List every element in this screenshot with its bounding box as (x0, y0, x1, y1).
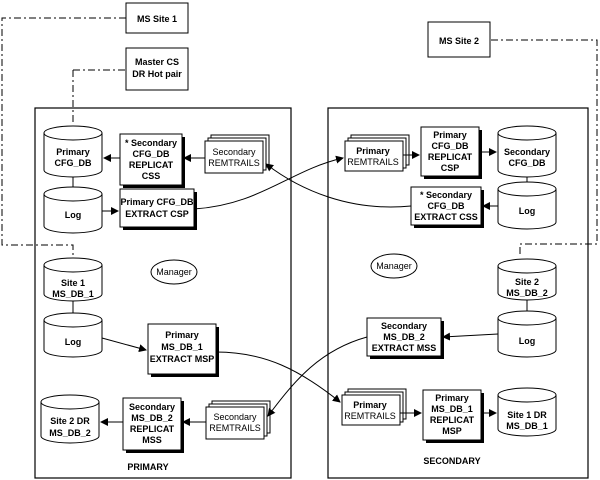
svg-text:Secondary: Secondary (213, 412, 257, 422)
master-cs-box: Master CS DR Hot pair (125, 47, 189, 91)
ms-site-1-box: MS Site 1 (125, 2, 189, 34)
replicat-mss-box: Secondary MS_DB_2 REPLICAT MSS (122, 397, 184, 453)
svg-text:* Secondary: * Secondary (420, 190, 472, 200)
svg-text:REPLICAT: REPLICAT (430, 415, 475, 425)
svg-text:EXTRACT CSS: EXTRACT CSS (414, 212, 478, 222)
svg-text:MSP: MSP (442, 426, 462, 436)
svg-text:CFG_DB: CFG_DB (431, 141, 469, 151)
replicat-csp-box: Primary CFG_DB REPLICAT CSP (420, 126, 482, 179)
svg-text:MS_DB_2: MS_DB_2 (383, 332, 425, 342)
svg-text:Log: Log (519, 206, 536, 216)
secondary-remtrails-bottom: Secondary REMTRAILS (205, 400, 271, 440)
svg-text:MS_DB_1: MS_DB_1 (52, 289, 94, 299)
site-links (1, 17, 598, 258)
svg-text:MS_DB_1: MS_DB_1 (506, 421, 548, 431)
primary-manager: Manager (150, 259, 198, 285)
master-cs-line1: Master CS (135, 57, 179, 67)
svg-text:Site 1: Site 1 (61, 278, 85, 288)
svg-text:MS_DB_2: MS_DB_2 (131, 413, 173, 423)
svg-text:MSS: MSS (142, 435, 162, 445)
svg-text:Secondary: Secondary (129, 402, 175, 412)
secondary-log-top-cylinder: Log (497, 181, 557, 230)
secondary-cfg-db-cylinder: Secondary CFG_DB (497, 125, 557, 178)
svg-text:Primary: Primary (433, 130, 467, 140)
svg-text:Primary: Primary (56, 147, 90, 157)
svg-text:EXTRACT MSP: EXTRACT MSP (150, 354, 215, 364)
svg-text:Secondary: Secondary (381, 321, 427, 331)
svg-text:Primary: Primary (435, 393, 469, 403)
primary-remtrails-top: Primary REMTRAILS (344, 134, 410, 172)
svg-text:REPLICAT: REPLICAT (428, 152, 473, 162)
primary-log-bottom-cylinder: Log (43, 312, 103, 358)
svg-text:CSS: CSS (142, 171, 161, 181)
svg-text:EXTRACT MSS: EXTRACT MSS (372, 343, 437, 353)
primary-panel-title: PRIMARY (127, 462, 168, 472)
ms-site-2-label: MS Site 2 (439, 36, 479, 46)
svg-text:Log: Log (65, 337, 82, 347)
secondary-log-bottom-cylinder: Log (497, 310, 557, 358)
site2-dr-cylinder: Site 2 DR MS_DB_2 (40, 394, 100, 444)
svg-text:Manager: Manager (376, 261, 412, 271)
site2-ms-db-2-cylinder: Site 2 MS_DB_2 (497, 258, 557, 301)
primary-log-top-cylinder: Log (43, 186, 103, 234)
extract-csp-box: Primary CFG_DB EXTRACT CSP (119, 188, 197, 230)
flow-arrows (100, 148, 499, 426)
svg-text:* Secondary: * Secondary (125, 138, 177, 148)
svg-text:Log: Log (65, 210, 82, 220)
svg-text:Secondary: Secondary (504, 147, 550, 157)
master-cs-line2: DR Hot pair (132, 69, 182, 79)
svg-text:REPLICAT: REPLICAT (129, 160, 174, 170)
site1-dr-cylinder: Site 1 DR MS_DB_1 (497, 387, 557, 437)
svg-text:CSP: CSP (441, 163, 460, 173)
secondary-remtrails-top: Secondary REMTRAILS (204, 134, 270, 174)
primary-cfg-db-cylinder: Primary CFG_DB (43, 125, 103, 178)
extract-mss-box: Secondary MS_DB_2 EXTRACT MSS (366, 317, 444, 359)
svg-text:Secondary: Secondary (212, 147, 256, 157)
svg-text:EXTRACT CSP: EXTRACT CSP (125, 209, 189, 219)
svg-text:REPLICAT: REPLICAT (130, 424, 175, 434)
svg-text:MS_DB_2: MS_DB_2 (49, 428, 91, 438)
svg-text:Primary: Primary (353, 400, 387, 410)
extract-css-box: * Secondary CFG_DB EXTRACT CSS (410, 186, 484, 228)
secondary-manager: Manager (370, 253, 418, 279)
ms-site-2-box: MS Site 2 (427, 21, 491, 58)
replicat-css-box: * Secondary CFG_DB REPLICAT CSS (119, 133, 185, 188)
svg-text:MS_DB_2: MS_DB_2 (506, 288, 548, 298)
ms-site-1-label: MS Site 1 (137, 14, 177, 24)
svg-text:CFG_DB: CFG_DB (132, 149, 170, 159)
replicat-msp-box: Primary MS_DB_1 REPLICAT MSP (422, 389, 484, 443)
svg-text:Site 2: Site 2 (515, 277, 539, 287)
svg-text:Site 1 DR: Site 1 DR (507, 410, 547, 420)
svg-text:REMTRAILS: REMTRAILS (344, 411, 396, 421)
extract-msp-box: Primary MS_DB_1 EXTRACT MSP (147, 323, 219, 377)
svg-text:CFG_DB: CFG_DB (508, 158, 546, 168)
svg-text:Log: Log (519, 336, 536, 346)
svg-text:Site 2 DR: Site 2 DR (50, 416, 90, 426)
svg-text:Primary: Primary (165, 330, 199, 340)
primary-remtrails-bottom: Primary REMTRAILS (341, 388, 407, 426)
svg-text:CFG_DB: CFG_DB (54, 158, 92, 168)
site1-ms-db-1-cylinder: Site 1 MS_DB_1 (43, 257, 103, 302)
secondary-panel-title: SECONDARY (423, 456, 480, 466)
svg-text:Primary: Primary (356, 146, 390, 156)
svg-text:REMTRAILS: REMTRAILS (347, 157, 399, 167)
svg-text:REMTRAILS: REMTRAILS (209, 423, 261, 433)
primary-panel (34, 107, 292, 479)
svg-text:Primary CFG_DB: Primary CFG_DB (120, 197, 194, 207)
svg-text:MS_DB_1: MS_DB_1 (161, 342, 203, 352)
secondary-panel (327, 107, 589, 479)
svg-text:CFG_DB: CFG_DB (427, 201, 465, 211)
svg-text:Manager: Manager (156, 267, 192, 277)
svg-text:REMTRAILS: REMTRAILS (208, 158, 260, 168)
svg-text:MS_DB_1: MS_DB_1 (431, 404, 473, 414)
